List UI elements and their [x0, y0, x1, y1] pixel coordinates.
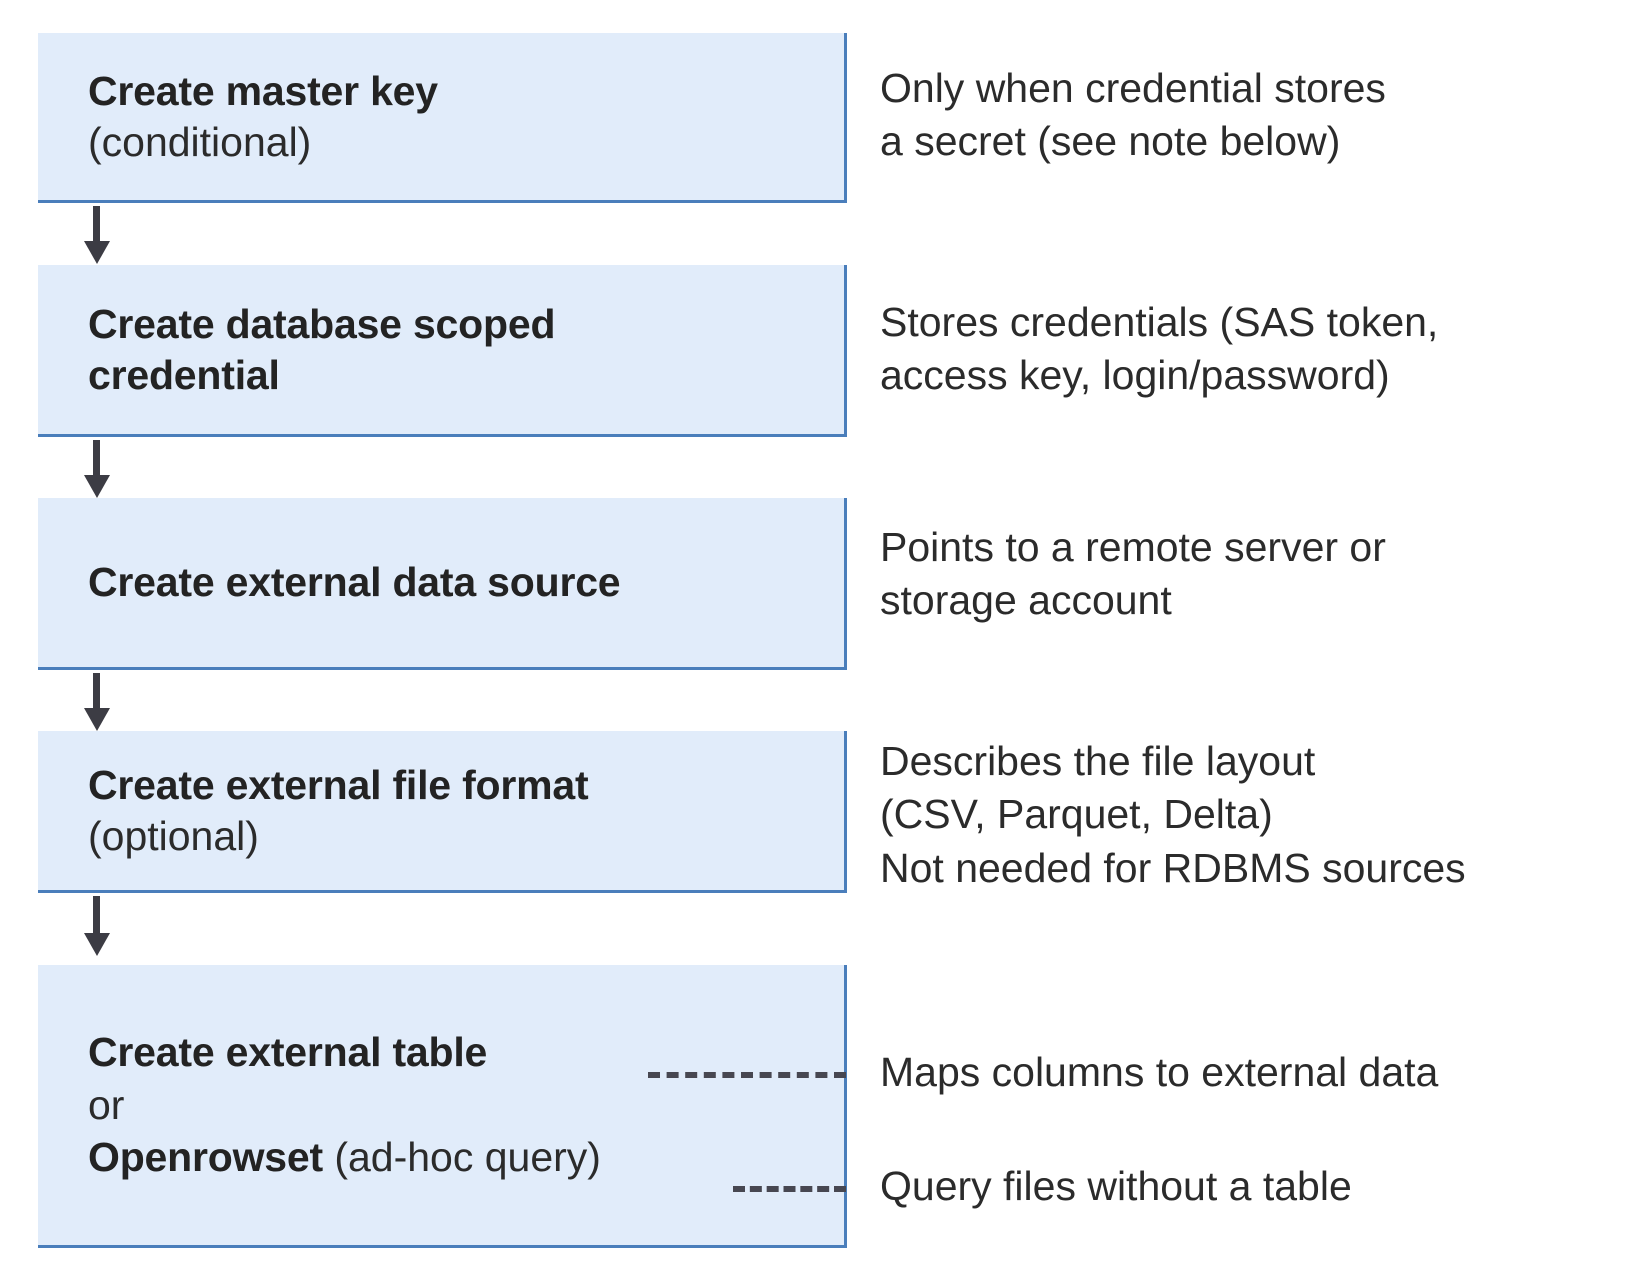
note-create-database-scoped-credential: Stores credentials (SAS token, access ke…	[880, 299, 1439, 399]
step-title: Create external data source	[88, 559, 621, 606]
arrow-down-4	[84, 896, 110, 958]
arrow-stem	[93, 673, 100, 711]
note-openrowset: Query files without a table	[880, 1163, 1352, 1209]
arrow-down-2	[84, 440, 110, 498]
step-title: Create external file format	[88, 761, 589, 808]
step-text-block: Create external table or Openrowset (ad-…	[38, 1026, 844, 1183]
step-alt-line: Openrowset (ad-hoc query)	[88, 1131, 828, 1183]
arrow-down-3	[84, 673, 110, 731]
arrow-head	[84, 708, 110, 731]
step-alt-suffix: (ad-hoc query)	[322, 1134, 601, 1181]
step-title: Create master key	[88, 67, 438, 114]
arrow-stem	[93, 206, 100, 244]
note-create-master-key: Only when credential stores a secret (se…	[880, 65, 1386, 165]
arrow-head	[84, 933, 110, 956]
step-or-label: or	[88, 1081, 125, 1128]
arrow-down-1	[84, 206, 110, 264]
step-text-block: Create master key (conditional)	[38, 66, 844, 168]
dashed-leader-openrowset	[733, 1186, 846, 1192]
step-title: Create external table	[88, 1029, 488, 1076]
arrow-stem	[93, 896, 100, 936]
arrow-head	[84, 241, 110, 264]
step-text-block: Create database scoped credential	[38, 299, 844, 401]
note-create-external-file-format: Describes the file layout (CSV, Parquet,…	[880, 738, 1466, 891]
step-text-block: Create external file format (optional)	[38, 760, 844, 862]
step-subtitle: (conditional)	[88, 118, 312, 165]
step-title: Create database scoped credential	[88, 300, 556, 398]
step-box-create-master-key[interactable]: Create master key (conditional)	[38, 33, 847, 203]
dashed-leader-external-table	[648, 1072, 846, 1078]
step-alt-title: Openrowset	[88, 1134, 323, 1181]
note-create-external-data-source: Points to a remote server or storage acc…	[880, 524, 1386, 624]
step-subtitle: (optional)	[88, 812, 259, 859]
arrow-stem	[93, 440, 100, 478]
arrow-head	[84, 475, 110, 498]
step-box-create-external-file-format[interactable]: Create external file format (optional)	[38, 731, 847, 893]
note-create-external-table: Maps columns to external data	[880, 1049, 1439, 1095]
step-box-create-database-scoped-credential[interactable]: Create database scoped credential	[38, 265, 847, 437]
step-text-block: Create external data source	[38, 557, 844, 608]
step-box-create-external-data-source[interactable]: Create external data source	[38, 498, 847, 670]
step-box-create-external-table-or-openrowset[interactable]: Create external table or Openrowset (ad-…	[38, 965, 847, 1248]
